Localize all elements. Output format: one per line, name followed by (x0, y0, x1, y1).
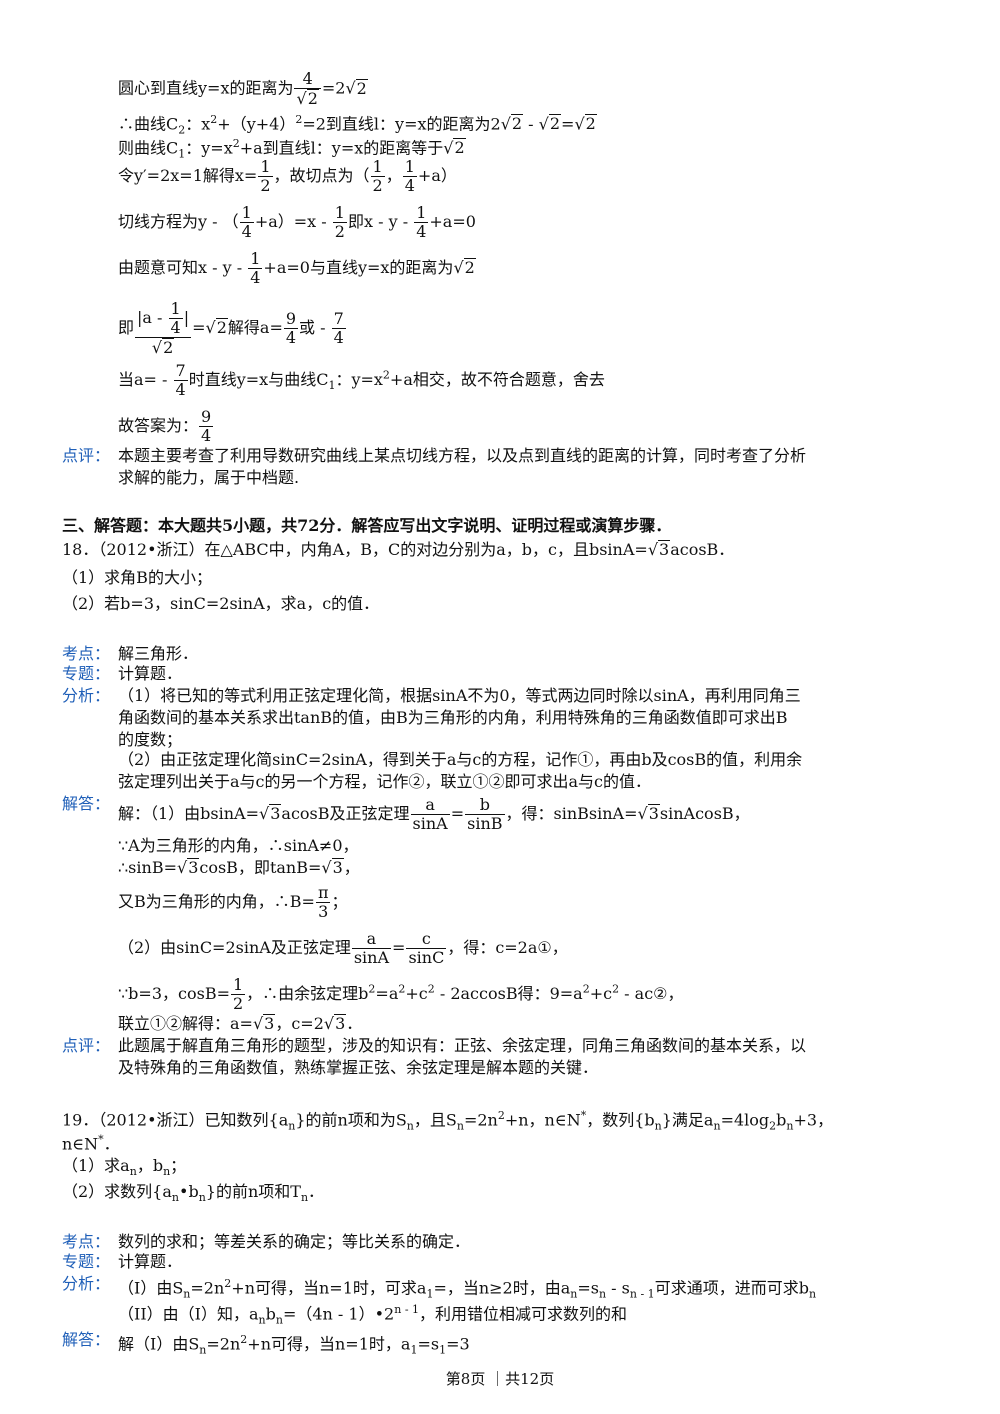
dianping-text: 此题属于解直角三角形的题型，涉及的知识有：正弦、余弦定理，同角三角函数间的基本关… (118, 1036, 807, 1055)
fenxi-text: 的度数； (118, 730, 183, 749)
q19-stem: 19．（2012•浙江）已知数列{an}的前n项和为Sn，且Sn=2n2+n，n… (62, 1109, 834, 1133)
zhuanti-label: 专题： (62, 664, 111, 683)
zhuanti-text: 计算题． (118, 1252, 183, 1271)
jieda-label: 解答： (62, 1330, 111, 1349)
comment-label: 点评： (62, 446, 111, 465)
dianping-label: 点评： (62, 1036, 111, 1055)
q18-stem: 18．（2012•浙江）在△ABC中，内角A，B，C的对边分别为a，b，c，且b… (62, 540, 735, 559)
jieda-line3: ∴sinB=√3cosB，即tanB=√3， (118, 858, 360, 877)
q19-part2: （2）求数列{an•bn}的前n项和Tn． (62, 1182, 325, 1205)
jieda-line2: ∵A为三角形的内角，∴sinA≠0， (118, 836, 359, 855)
fraction: 4√2 (294, 70, 321, 108)
fenxi-label: 分析： (62, 686, 111, 705)
jieda-line1: 解（I）由Sn=2n2+n可得，当n=1时，a1=s1=3 (118, 1333, 470, 1357)
fenxi-label: 分析： (62, 1274, 111, 1293)
kaodian-text: 解三角形． (118, 644, 199, 663)
q18-part1: （1）求角B的大小； (62, 568, 212, 587)
fenxi-text: 弦定理列出关于a与c的另一个方程，记作②，联立①②即可求出a与c的值． (118, 772, 652, 791)
kaodian-label: 考点： (62, 1232, 111, 1251)
dianping-text: 及特殊角的三角函数值，熟练掌握正弦、余弦定理是解本题的关键． (118, 1058, 599, 1077)
s17-line3: 则曲线C1：y=x2+a到直线l：y=x的距离等于√2 (118, 137, 466, 161)
fenxi-line1: （I）由Sn=2n2+n可得，当n=1时，可求a1=，当n≥2时，由an=sn … (118, 1277, 817, 1301)
fenxi-text: （1）将已知的等式利用正弦定理化简，根据sinA不为0，等式两边同时除以sinA… (118, 686, 801, 705)
q19-stem-cont: n∈N*． (62, 1133, 120, 1154)
page-footer: 第8页 ｜共12页 (445, 1370, 555, 1388)
comment-text: 求解的能力，属于中档题. (118, 468, 300, 487)
q19-part1: （1）求an，bn； (62, 1156, 187, 1179)
zhuanti-label: 专题： (62, 1252, 111, 1271)
kaodian-label: 考点： (62, 644, 111, 663)
kaodian-text: 数列的求和；等差关系的确定；等比关系的确定． (118, 1232, 471, 1251)
fenxi-text: （2）由正弦定理化简sinC=2sinA，得到关于a与c的方程，记作①，再由b及… (118, 750, 803, 769)
fenxi-line2: （II）由（I）知，anbn=（4n - 1）•2n - 1，利用错位相减可求数… (118, 1303, 628, 1327)
comment-text: 本题主要考查了利用导数研究曲线上某点切线方程，以及点到直线的距离的计算，同时考查… (118, 446, 807, 465)
fenxi-text: 角函数间的基本关系求出tanB的值，由B为三角形的内角，利用特殊角的三角函数值即… (118, 708, 788, 727)
section-heading: 三、解答题：本大题共5小题，共72分．解答应写出文字说明、证明过程或演算步骤． (62, 516, 672, 535)
zhuanti-text: 计算题． (118, 664, 183, 683)
jieda-line7: 联立①②解得：a=√3，c=2√3． (118, 1014, 363, 1033)
jieda-label: 解答： (62, 794, 111, 813)
q18-part2: （2）若b=3，sinC=2sinA，求a，c的值． (62, 594, 380, 613)
s17-line2: ∴曲线C2：x2+（y+4）2=2到直线l：y=x的距离为2√2 - √2=√2 (118, 113, 597, 137)
